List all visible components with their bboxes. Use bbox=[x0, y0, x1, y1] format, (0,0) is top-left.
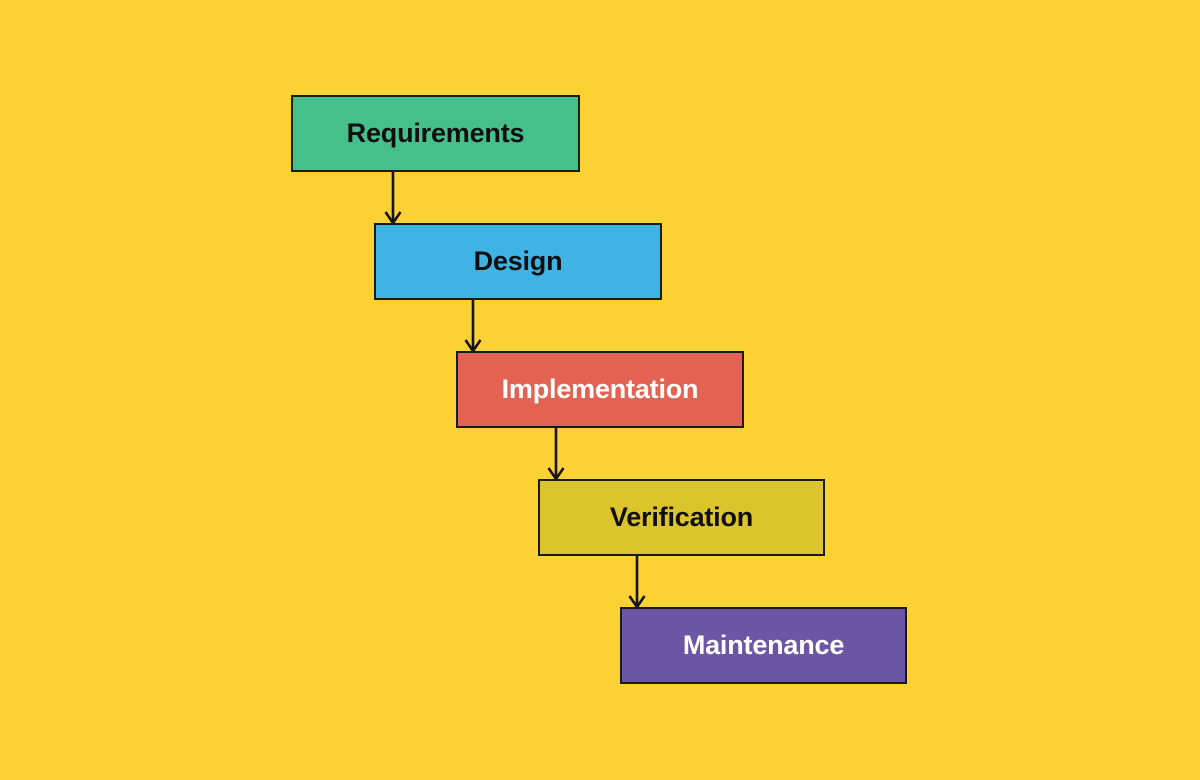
phase-label-verification: Verification bbox=[609, 502, 754, 532]
phase-box-maintenance[interactable]: Maintenance bbox=[620, 607, 907, 684]
phase-box-implementation[interactable]: Implementation bbox=[456, 351, 744, 428]
phase-label-implementation: Implementation bbox=[501, 374, 699, 404]
phase-label-requirements: Requirements bbox=[346, 118, 525, 148]
phase-box-requirements[interactable]: Requirements bbox=[291, 95, 580, 172]
phase-box-design[interactable]: Design bbox=[374, 223, 662, 300]
phase-label-design: Design bbox=[473, 246, 563, 276]
phase-box-verification[interactable]: Verification bbox=[538, 479, 825, 556]
phase-label-maintenance: Maintenance bbox=[682, 630, 845, 660]
